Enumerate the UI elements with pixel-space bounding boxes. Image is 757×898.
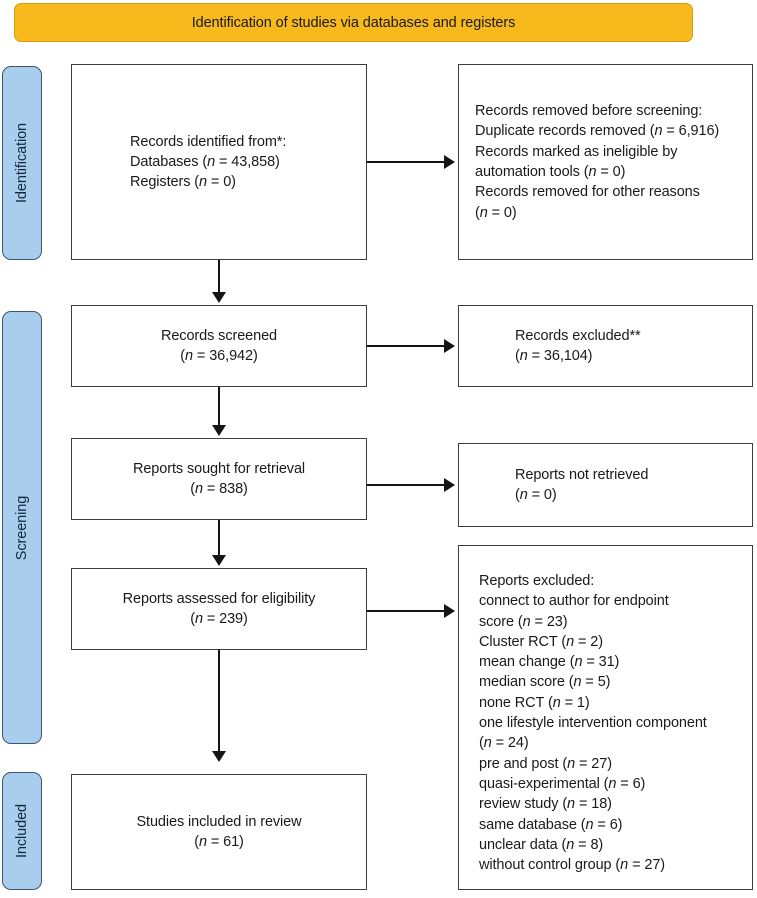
box-reports-assessed-text: Reports assessed for eligibility(n = 239… <box>122 590 316 627</box>
box-reports-excluded-text: Reports excluded:connect to author for e… <box>479 573 707 874</box>
arrowhead-screened-to-sought <box>212 425 226 436</box>
phase-label-screening: Screening <box>2 311 42 744</box>
box-reports-sought-for-retrieval: Reports sought for retrieval(n = 838) <box>71 438 367 520</box>
box-records-removed-text: Records removed before screening:Duplica… <box>475 103 720 221</box>
phase-label-screening-text: Screening <box>14 495 30 560</box>
box-studies-included-text: Studies included in review(n = 61) <box>136 813 302 850</box>
box-records-identified: Records identified from*:Databases (n = … <box>71 64 367 260</box>
arrowhead-sought-to-notretrieved <box>444 478 455 492</box>
box-records-identified-text: Records identified from*:Databases (n = … <box>130 133 287 191</box>
identification-banner-label: Identification of studies via databases … <box>191 14 516 31</box>
box-reports-not-retrieved-text: Reports not retrieved(n = 0) <box>515 466 649 503</box>
box-records-screened: Records screened(n = 36,942) <box>71 305 367 387</box>
box-records-removed-before-screening: Records removed before screening:Duplica… <box>458 64 753 260</box>
phase-label-included-text: Included <box>14 803 30 859</box>
connector-identified-to-removed <box>367 161 445 163</box>
connector-assessed-to-reportsexcluded <box>367 610 445 612</box>
box-records-excluded-text: Records excluded**(n = 36,104) <box>515 327 641 364</box>
box-records-excluded: Records excluded**(n = 36,104) <box>458 305 753 387</box>
phase-label-identification-text: Identification <box>14 122 31 204</box>
arrowhead-sought-to-assessed <box>212 555 226 566</box>
box-reports-assessed-for-eligibility: Reports assessed for eligibility(n = 239… <box>71 568 367 650</box>
arrowhead-screened-to-excluded <box>444 339 455 353</box>
arrowhead-identified-to-screened <box>212 292 226 303</box>
box-records-screened-text: Records screened(n = 36,942) <box>160 327 278 364</box>
box-reports-excluded: Reports excluded:connect to author for e… <box>458 545 753 890</box>
box-reports-sought-text: Reports sought for retrieval(n = 838) <box>132 460 306 497</box>
connector-sought-to-assessed <box>218 520 220 557</box>
connector-identified-to-screened <box>218 260 220 294</box>
arrowhead-identified-to-removed <box>444 155 455 169</box>
box-reports-not-retrieved: Reports not retrieved(n = 0) <box>458 443 753 527</box>
identification-banner: Identification of studies via databases … <box>14 3 693 42</box>
connector-screened-to-sought <box>218 387 220 427</box>
box-studies-included-in-review: Studies included in review(n = 61) <box>71 774 367 890</box>
connector-screened-to-excluded <box>367 345 445 347</box>
connector-assessed-to-included <box>218 650 220 753</box>
arrowhead-assessed-to-reportsexcluded <box>444 604 455 618</box>
arrowhead-assessed-to-included <box>212 751 226 762</box>
phase-label-identification: Identification <box>2 66 42 260</box>
phase-label-included: Included <box>2 772 42 890</box>
connector-sought-to-notretrieved <box>367 484 445 486</box>
